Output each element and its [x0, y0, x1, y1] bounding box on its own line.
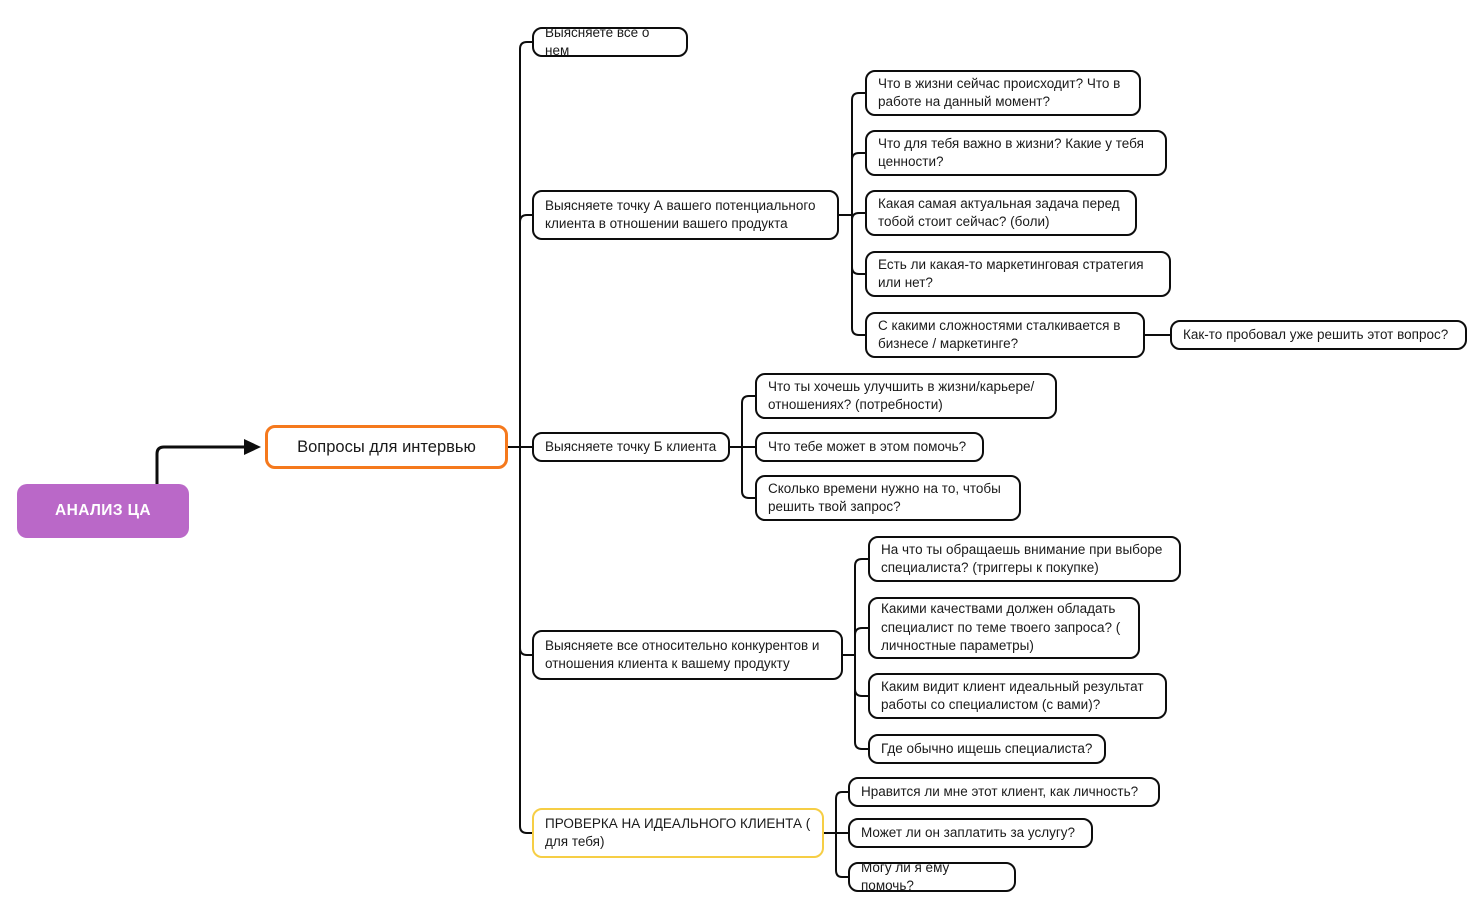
question-node[interactable]: На что ты обращаешь внимание при выборе …: [868, 536, 1181, 582]
trunk-branch-competitors: [854, 558, 868, 750]
question-node[interactable]: Есть ли какая-то маркетинговая стратегия…: [865, 251, 1171, 297]
question-node[interactable]: Могу ли я ему помочь?: [848, 860, 1016, 893]
question-node[interactable]: С какими сложностями сталкивается в бизн…: [865, 312, 1145, 358]
trunk-checkpoint: [835, 791, 848, 878]
question-node[interactable]: Где обычно ищешь специалиста?: [868, 734, 1106, 764]
question-node[interactable]: Нравится ли мне этот клиент, как личност…: [848, 777, 1160, 807]
question-node[interactable]: Что в жизни сейчас происходит? Что в раб…: [865, 70, 1141, 116]
root-arrow-connector: [155, 445, 244, 484]
main-topic-node[interactable]: Вопросы для интервью: [265, 425, 508, 469]
question-node[interactable]: Что тебе может в этом помочь?: [755, 432, 984, 462]
elbow-a-child-3: [851, 212, 865, 221]
question-node[interactable]: Сколько времени нужно на то, чтобы решит…: [755, 475, 1021, 521]
branch-node-about-him[interactable]: Выясняете все о нем: [532, 25, 688, 58]
trunk-branch-a: [851, 92, 865, 336]
branch-node-point-b[interactable]: Выясняете точку Б клиента: [532, 432, 730, 462]
question-node[interactable]: Что ты хочешь улучшить в жизни/карьере/о…: [755, 373, 1057, 419]
elbow-branch-a: [519, 214, 532, 223]
branch-node-competitors[interactable]: Выясняете все относительно конкурентов и…: [532, 630, 843, 680]
branch-node-point-a[interactable]: Выясняете точку А вашего потенциального …: [532, 190, 839, 240]
question-node[interactable]: Какими качествами должен обладать специа…: [868, 597, 1140, 659]
root-node[interactable]: АНАЛИЗ ЦА: [17, 484, 189, 538]
elbow-a-child-4: [851, 266, 865, 275]
question-node[interactable]: Какая самая актуальная задача перед тобо…: [865, 190, 1137, 236]
trunk-main: [519, 41, 532, 834]
branch-node-ideal-client-check[interactable]: ПРОВЕРКА НА ИДЕАЛЬНОГО КЛИЕНТА ( для теб…: [532, 808, 824, 858]
elbow-competitors-child-2: [854, 627, 868, 636]
question-node[interactable]: Каким видит клиент идеальный результат р…: [868, 673, 1167, 719]
elbow-branch-competitors: [519, 647, 532, 656]
question-node[interactable]: Как-то пробовал уже решить этот вопрос?: [1170, 320, 1467, 350]
question-node[interactable]: Что для тебя важно в жизни? Какие у тебя…: [865, 130, 1167, 176]
trunk-branch-b: [741, 395, 755, 499]
elbow-competitors-child-3: [854, 688, 868, 697]
arrowhead-icon: [244, 439, 261, 455]
question-node[interactable]: Может ли он заплатить за услугу?: [848, 818, 1093, 848]
elbow-a-child-2: [851, 152, 865, 161]
